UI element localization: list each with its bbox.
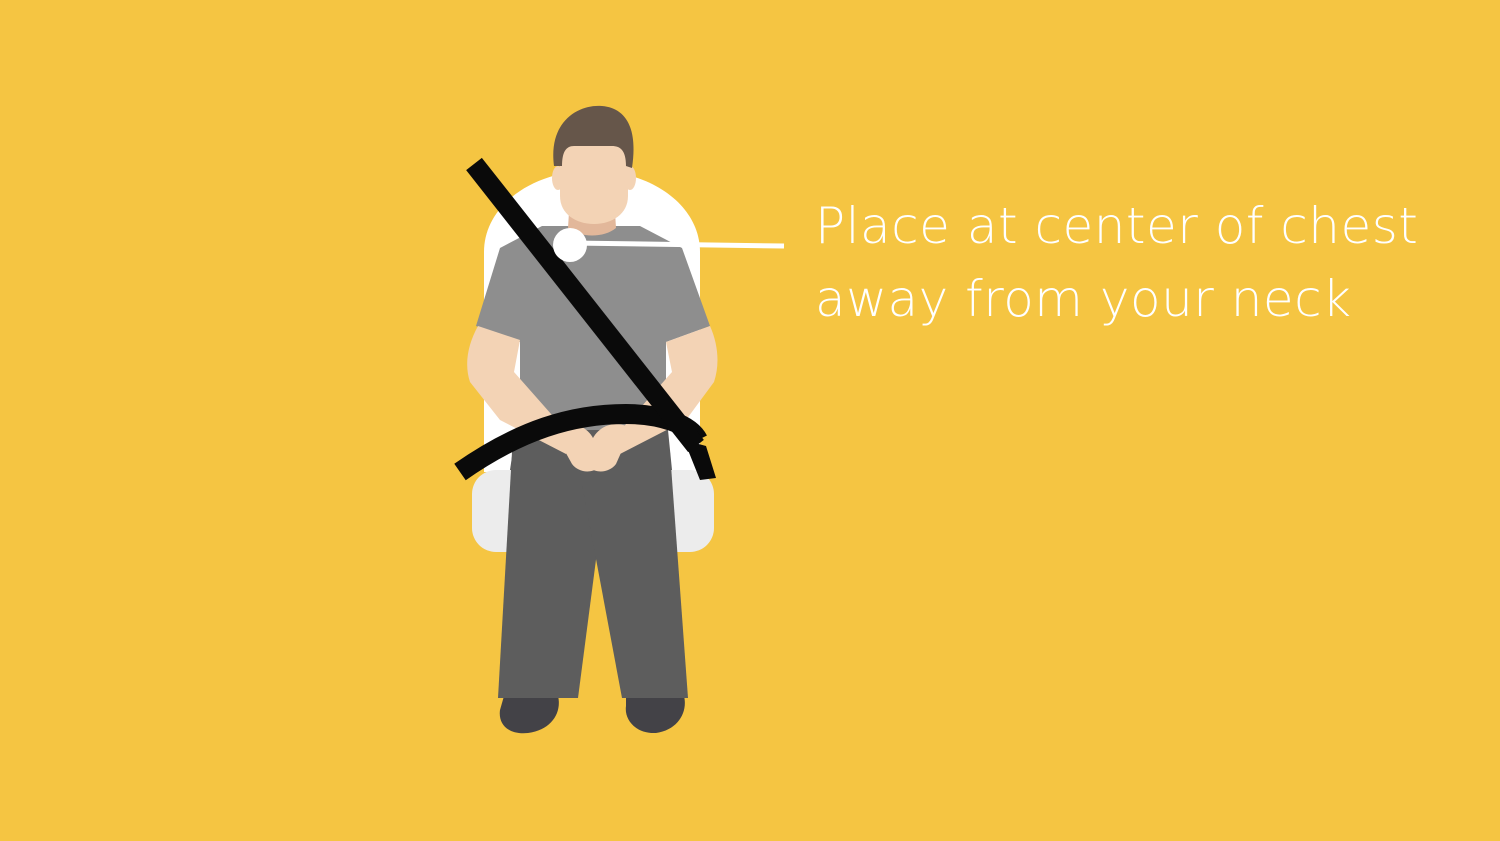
callout-line: [569, 240, 785, 249]
shoulder-belt: [466, 157, 704, 453]
caption-line-1: Place at center of chest: [815, 197, 1419, 255]
instruction-caption: Place at center of chest away from your …: [815, 190, 1455, 336]
right-ear: [624, 166, 636, 190]
caption-line-2: away from your neck: [815, 270, 1352, 328]
right-pant-leg: [576, 452, 688, 698]
left-shoe: [499, 696, 559, 734]
left-ear: [552, 166, 564, 190]
hair: [553, 105, 634, 168]
left-pant-leg: [498, 452, 610, 698]
belt-buckle: [684, 440, 716, 480]
right-shoe: [625, 696, 685, 734]
left-hand: [560, 424, 598, 472]
right-hand: [590, 424, 626, 472]
head: [560, 127, 628, 224]
circle-pointer-icon: [553, 228, 587, 262]
